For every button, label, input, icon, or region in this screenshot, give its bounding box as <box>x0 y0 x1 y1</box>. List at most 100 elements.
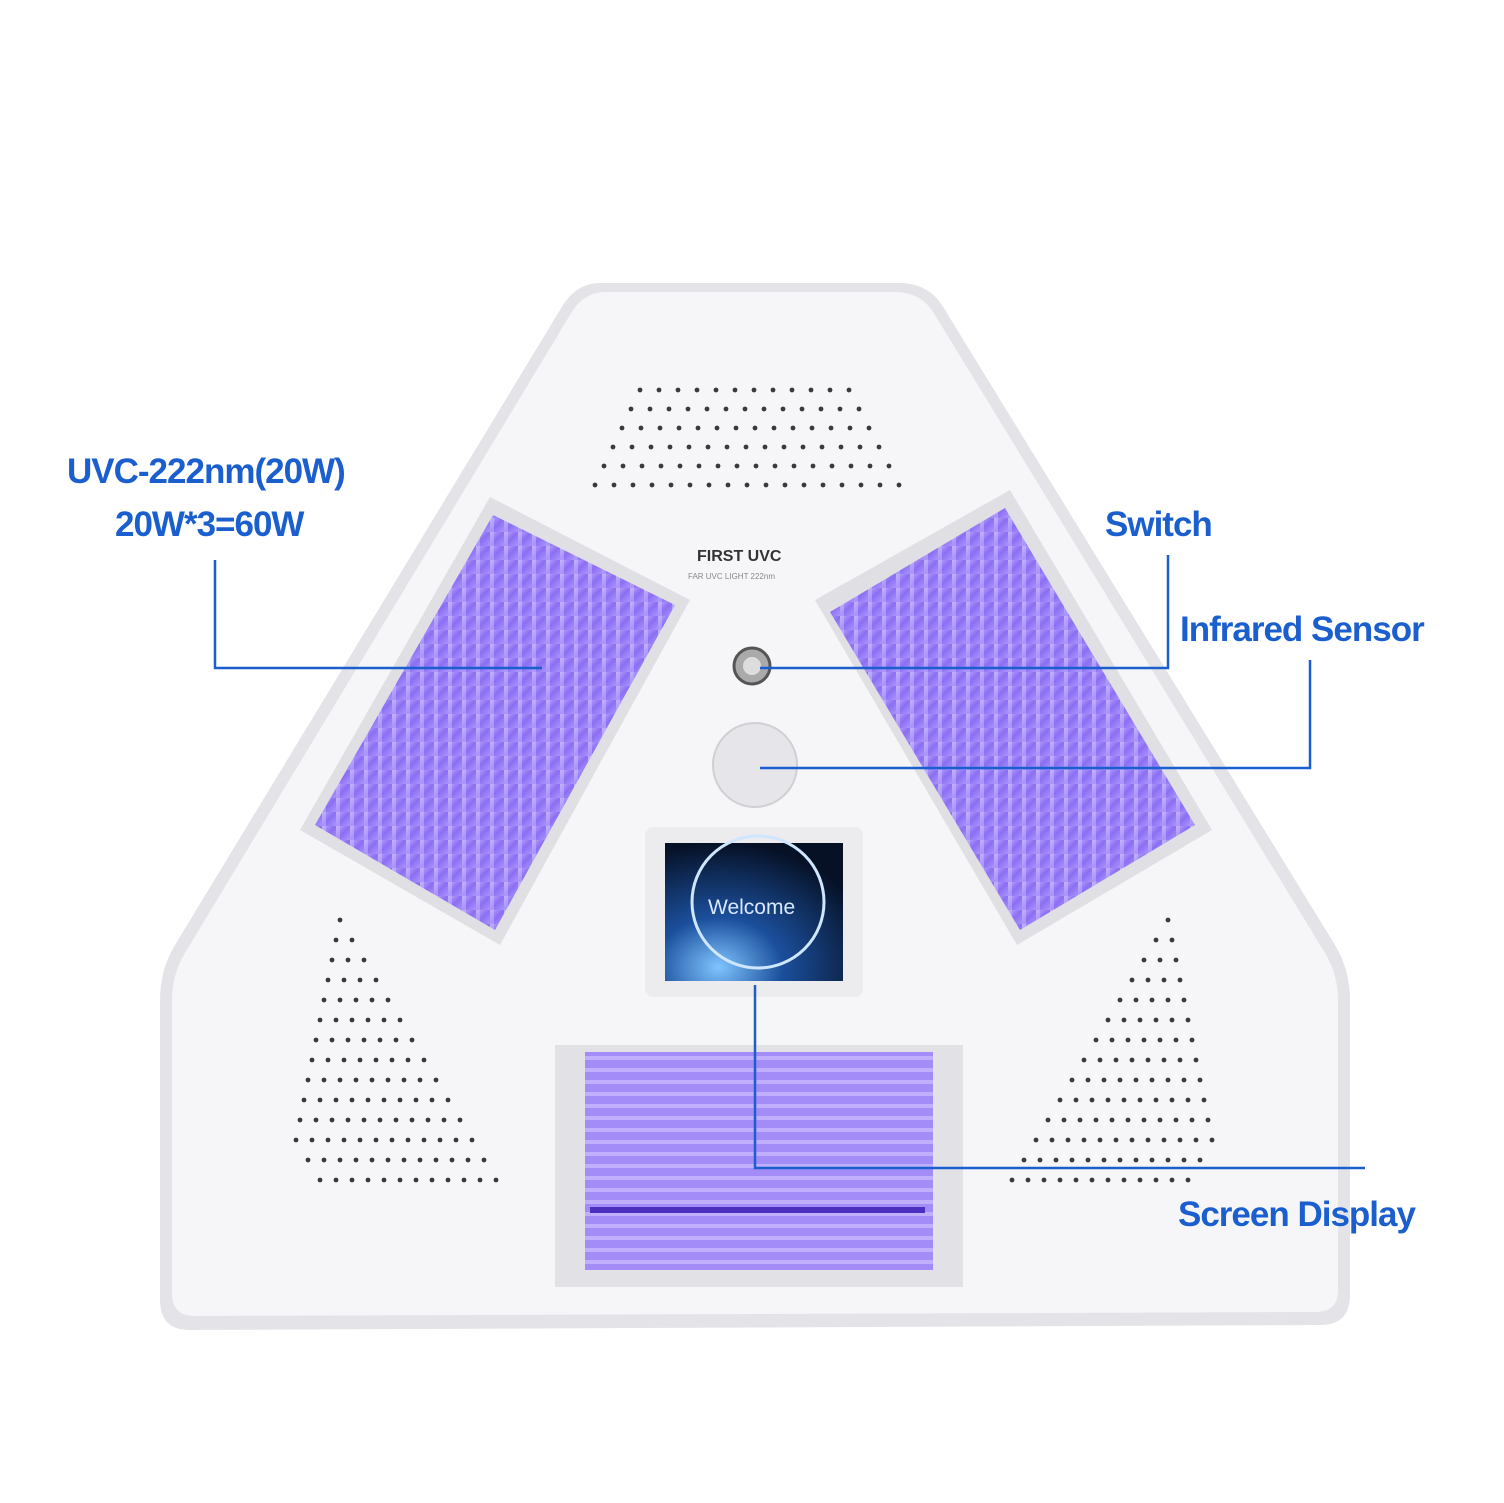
speaker-dot <box>313 1037 319 1043</box>
speaker-dot <box>1117 1157 1123 1163</box>
speaker-dot <box>715 463 721 469</box>
speaker-dot <box>809 425 815 431</box>
speaker-dot <box>780 406 786 412</box>
speaker-dot <box>1161 977 1167 983</box>
speaker-dot <box>317 1017 323 1023</box>
speaker-dot <box>1077 1117 1083 1123</box>
speaker-dot <box>1189 1037 1195 1043</box>
speaker-dot <box>694 387 700 393</box>
speaker-dot <box>770 387 776 393</box>
speaker-dot <box>329 1117 335 1123</box>
speaker-dot <box>1197 1157 1203 1163</box>
speaker-dot <box>1109 1117 1115 1123</box>
speaker-dot <box>886 463 892 469</box>
speaker-dot <box>445 1177 451 1183</box>
speaker-dot <box>637 387 643 393</box>
speaker-dot <box>771 425 777 431</box>
speaker-dot <box>1137 1177 1143 1183</box>
speaker-dot <box>820 482 826 488</box>
speaker-dot <box>1117 997 1123 1003</box>
speaker-dot <box>381 1177 387 1183</box>
speaker-dot <box>385 1157 391 1163</box>
speaker-dot <box>733 425 739 431</box>
speaker-dot <box>713 387 719 393</box>
speaker-dot <box>349 1177 355 1183</box>
speaker-dot <box>732 387 738 393</box>
speaker-dot <box>896 482 902 488</box>
speaker-dot <box>620 463 626 469</box>
speaker-dot <box>592 482 598 488</box>
speaker-dot <box>1105 1097 1111 1103</box>
speaker-dot <box>333 937 339 943</box>
speaker-dot <box>425 1117 431 1123</box>
speaker-dot <box>1097 1137 1103 1143</box>
speaker-dot <box>827 387 833 393</box>
speaker-dot <box>321 1157 327 1163</box>
speaker-dot <box>818 406 824 412</box>
speaker-dot <box>1169 1097 1175 1103</box>
speaker-dot <box>789 387 795 393</box>
speaker-dot <box>317 1097 323 1103</box>
speaker-dot <box>401 1157 407 1163</box>
speaker-dot <box>369 1157 375 1163</box>
speaker-dot <box>714 425 720 431</box>
speaker-dot <box>345 1037 351 1043</box>
speaker-dot <box>1205 1117 1211 1123</box>
speaker-dot <box>1093 1037 1099 1043</box>
speaker-dot <box>675 387 681 393</box>
speaker-dot <box>393 1117 399 1123</box>
speaker-dot <box>341 1137 347 1143</box>
brand-subtitle: FAR UVC LIGHT 222nm <box>688 572 775 581</box>
speaker-dot <box>1173 957 1179 963</box>
speaker-dot <box>1141 1117 1147 1123</box>
uvc-label-line2: 20W*3=60W <box>115 505 304 544</box>
speaker-dot <box>772 463 778 469</box>
speaker-dot <box>808 387 814 393</box>
speaker-dot <box>1185 1097 1191 1103</box>
speaker-dot <box>353 1157 359 1163</box>
speaker-dot <box>846 387 852 393</box>
speaker-dot <box>1037 1157 1043 1163</box>
speaker-dot <box>305 1157 311 1163</box>
speaker-dot <box>329 957 335 963</box>
speaker-dot <box>1185 1177 1191 1183</box>
speaker-dot <box>876 444 882 450</box>
speaker-dot <box>753 463 759 469</box>
speaker-dot <box>1169 1017 1175 1023</box>
speaker-dot <box>858 482 864 488</box>
speaker-dot <box>782 482 788 488</box>
speaker-dot <box>317 1177 323 1183</box>
speaker-dot <box>433 1077 439 1083</box>
speaker-dot <box>301 1097 307 1103</box>
speaker-dot <box>1161 1057 1167 1063</box>
speaker-dot <box>1173 1037 1179 1043</box>
speaker-dot <box>657 425 663 431</box>
speaker-dot <box>763 482 769 488</box>
speaker-dot <box>357 1057 363 1063</box>
speaker-dot <box>389 1137 395 1143</box>
infrared-sensor-label: Infrared Sensor <box>1180 610 1425 649</box>
speaker-dot <box>1197 1077 1203 1083</box>
speaker-dot <box>429 1177 435 1183</box>
speaker-dot <box>333 1097 339 1103</box>
speaker-dot <box>421 1057 427 1063</box>
infrared-sensor <box>712 722 798 808</box>
speaker-dot <box>1133 997 1139 1003</box>
speaker-dot <box>1093 1117 1099 1123</box>
speaker-dot <box>1133 1077 1139 1083</box>
speaker-dot <box>704 406 710 412</box>
speaker-dot <box>799 406 805 412</box>
speaker-dot <box>1125 1037 1131 1043</box>
speaker-dot <box>413 1097 419 1103</box>
speaker-dot <box>1153 937 1159 943</box>
speaker-dot <box>429 1097 435 1103</box>
speaker-dot <box>695 425 701 431</box>
speaker-dot <box>325 1137 331 1143</box>
speaker-dot <box>321 997 327 1003</box>
speaker-dot <box>1089 1097 1095 1103</box>
speaker-dot <box>829 463 835 469</box>
speaker-dot <box>725 482 731 488</box>
speaker-dot <box>857 444 863 450</box>
speaker-dot <box>437 1137 443 1143</box>
speaker-dot <box>433 1157 439 1163</box>
